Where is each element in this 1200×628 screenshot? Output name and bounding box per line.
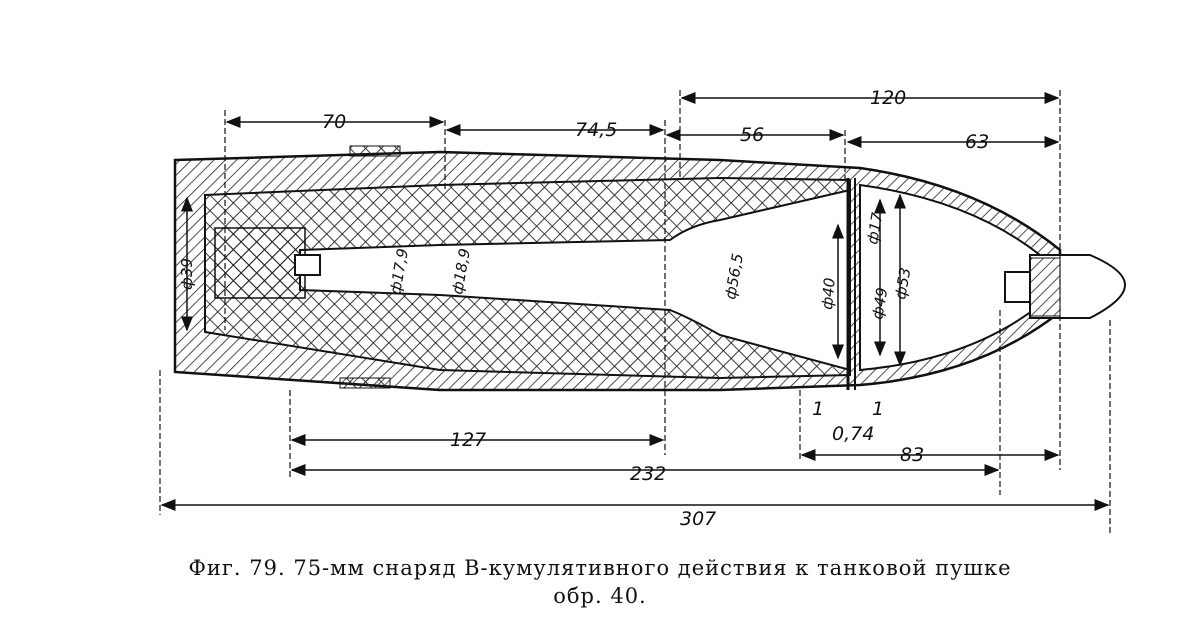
section-mark-left: 1 <box>812 398 824 420</box>
dim-70: 70 <box>322 111 346 133</box>
dim-63: 63 <box>965 131 989 153</box>
dia-49: ф49 <box>868 286 891 321</box>
detonator <box>214 227 306 299</box>
dia-53: ф53 <box>891 266 914 301</box>
dia-17: ф17 <box>863 211 886 246</box>
driving-band <box>349 145 401 157</box>
dim-56: 56 <box>740 124 764 146</box>
dia-39: ф39 <box>178 258 196 290</box>
dia-40: ф40 <box>818 277 839 310</box>
section-mark-right: 1 <box>872 398 884 420</box>
dim-232: 232 <box>630 463 666 485</box>
dim-83: 83 <box>900 444 924 466</box>
dim-74-5: 74,5 <box>575 119 617 141</box>
dim-127: 127 <box>450 429 486 451</box>
shaped-charge-cavity <box>299 188 851 372</box>
liner-thickness: 0,74 <box>832 423 874 445</box>
dim-120: 120 <box>870 87 906 109</box>
figure-caption: Фиг. 79. 75-мм снаряд В-кумулятивного де… <box>188 556 1012 580</box>
figure-caption-line2: обр. 40. <box>553 584 647 608</box>
dim-307: 307 <box>680 508 716 530</box>
